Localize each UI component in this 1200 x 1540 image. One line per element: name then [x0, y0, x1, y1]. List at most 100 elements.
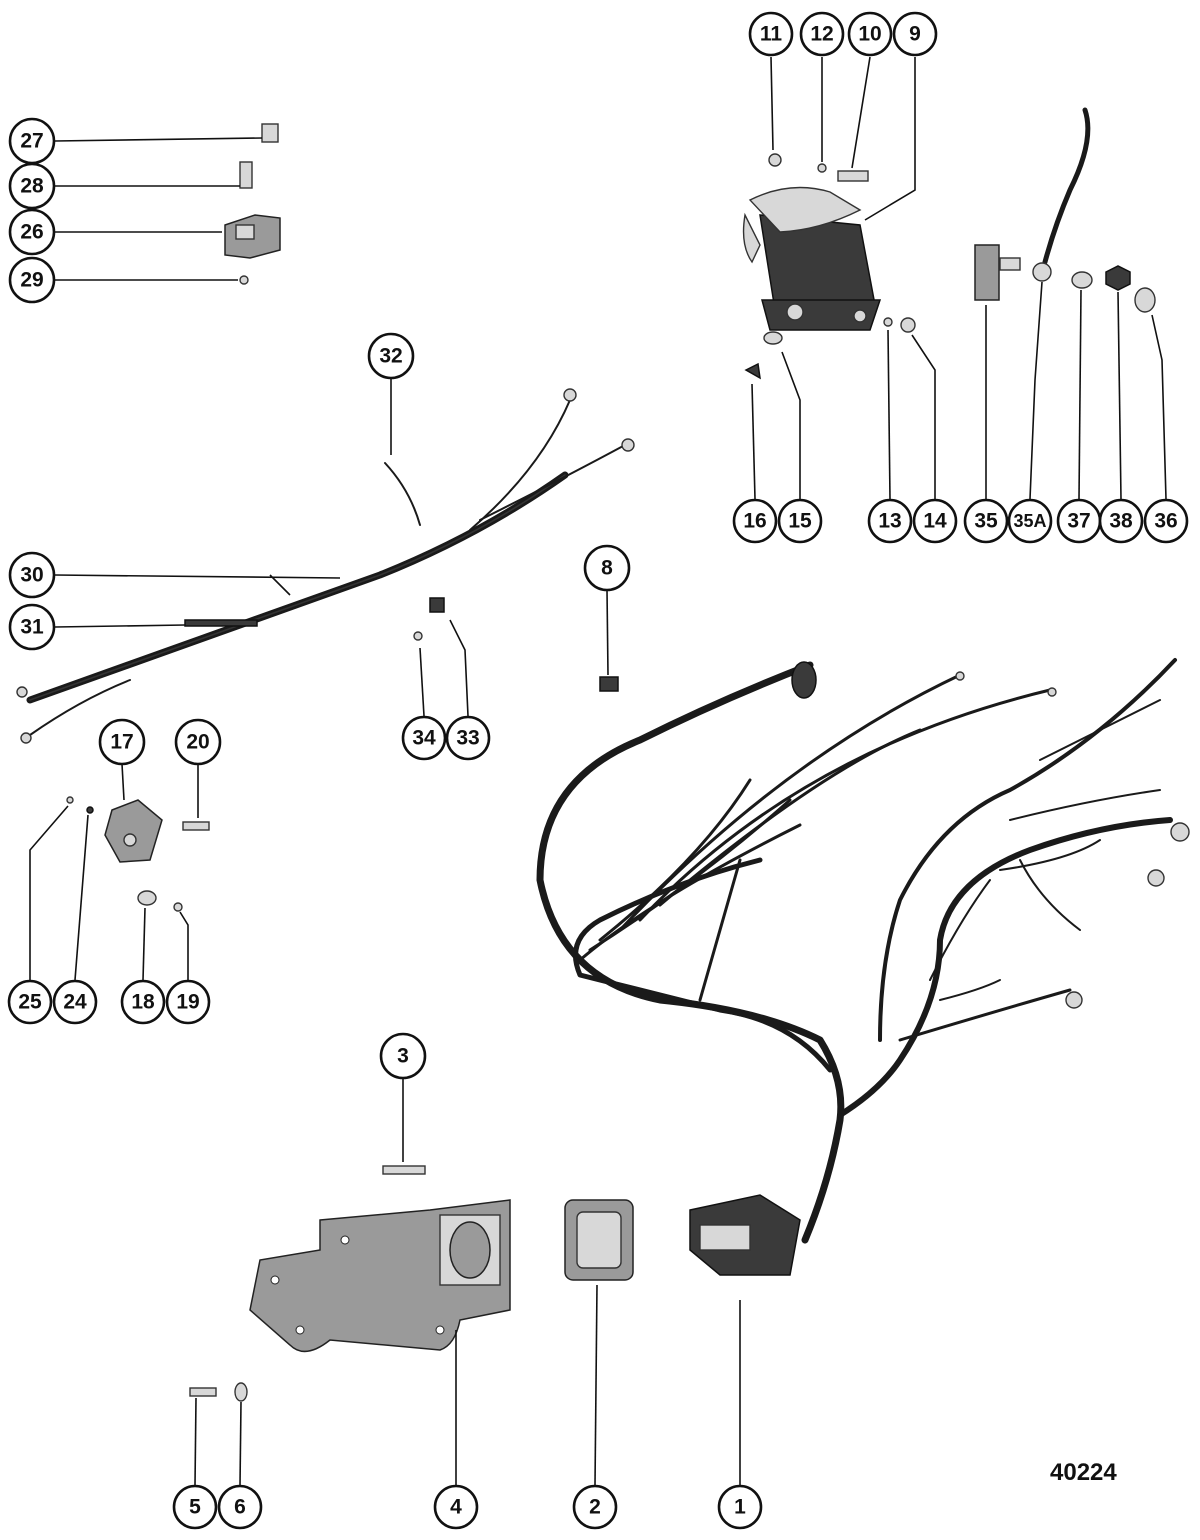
washer-37 — [1071, 271, 1093, 289]
rectifier-17 — [104, 799, 163, 863]
callout-1: 1 — [717, 1484, 763, 1530]
svg-text:38: 38 — [1109, 510, 1133, 533]
svg-text:29: 29 — [20, 269, 43, 292]
svg-text:10: 10 — [858, 23, 881, 46]
callout-29: 29 — [8, 256, 56, 304]
svg-text:1: 1 — [734, 1496, 746, 1519]
diagram-number: 40224 — [1050, 1459, 1117, 1486]
svg-text:32: 32 — [379, 345, 402, 368]
svg-text:30: 30 — [20, 564, 43, 587]
svg-text:25: 25 — [18, 991, 42, 1014]
svg-text:18: 18 — [131, 991, 155, 1014]
callout-30: 30 — [8, 551, 56, 599]
washer-6 — [234, 1382, 248, 1402]
callout-17: 17 — [98, 718, 146, 766]
svg-text:28: 28 — [20, 175, 44, 198]
callout-31: 31 — [8, 603, 56, 651]
svg-text:26: 26 — [20, 221, 43, 244]
screw-3 — [382, 1165, 426, 1175]
callout-38: 38 — [1098, 498, 1144, 544]
wire-32 — [384, 462, 421, 526]
svg-text:37: 37 — [1067, 510, 1090, 533]
svg-text:8: 8 — [601, 557, 613, 580]
callout-16: 16 — [732, 498, 778, 544]
screw-34 — [413, 631, 423, 641]
callout-20: 20 — [174, 718, 222, 766]
callout-8: 8 — [583, 544, 631, 592]
svg-text:19: 19 — [176, 991, 199, 1014]
callout-11: 11 — [748, 11, 794, 57]
svg-text:35: 35 — [974, 510, 998, 533]
callout-6: 6 — [217, 1484, 263, 1530]
callout-12: 12 — [799, 11, 845, 57]
washer-24 — [86, 806, 94, 814]
svg-text:24: 24 — [63, 991, 87, 1014]
callout-5: 5 — [172, 1484, 218, 1530]
svg-text:11: 11 — [760, 23, 783, 46]
callout-32: 32 — [367, 332, 415, 380]
svg-text:15: 15 — [788, 510, 812, 533]
callout-27: 27 — [8, 117, 56, 165]
svg-text:13: 13 — [878, 510, 901, 533]
callout-3: 3 — [379, 1032, 427, 1080]
nut-19 — [173, 902, 183, 912]
callout-28: 28 — [8, 162, 56, 210]
callout-25: 25 — [7, 979, 53, 1025]
harness-30 — [16, 388, 635, 744]
connector-33 — [429, 597, 445, 613]
sleeve-31 — [184, 619, 258, 627]
bracket-4 — [249, 1199, 511, 1353]
screw-5 — [189, 1387, 217, 1397]
bracket-26 — [224, 214, 281, 259]
callout-14: 14 — [912, 498, 958, 544]
terminal-block-35 — [974, 244, 1021, 301]
callout-37: 37 — [1056, 498, 1102, 544]
terminal-boot-36 — [1134, 287, 1156, 313]
callout-35a: 35A — [1007, 498, 1053, 544]
callout-9: 9 — [892, 11, 938, 57]
svg-text:9: 9 — [909, 23, 921, 46]
svg-text:35A: 35A — [1013, 511, 1046, 531]
svg-text:34: 34 — [412, 727, 436, 750]
washer-18 — [137, 890, 157, 906]
callout-19: 19 — [165, 979, 211, 1025]
callout-26: 26 — [8, 208, 56, 256]
solenoid-hardware — [744, 153, 916, 380]
callout-4: 4 — [433, 1484, 479, 1530]
callout-24: 24 — [52, 979, 98, 1025]
svg-text:5: 5 — [189, 1496, 201, 1519]
callout-10: 10 — [847, 11, 893, 57]
battery-cable — [1042, 107, 1091, 265]
main-harness-1 — [536, 658, 1190, 1276]
svg-text:20: 20 — [186, 731, 209, 754]
svg-text:4: 4 — [450, 1496, 462, 1519]
callout-2: 2 — [572, 1484, 618, 1530]
svg-text:12: 12 — [810, 23, 833, 46]
svg-text:27: 27 — [20, 130, 43, 153]
callout-34: 34 — [401, 715, 447, 761]
svg-text:14: 14 — [923, 510, 947, 533]
screw-25 — [66, 796, 74, 804]
callout-35: 35 — [963, 498, 1009, 544]
clip-8 — [599, 676, 619, 692]
callout-18: 18 — [120, 979, 166, 1025]
screw-20 — [182, 821, 210, 831]
callout-13: 13 — [867, 498, 913, 544]
svg-text:3: 3 — [397, 1045, 409, 1068]
screw-28 — [239, 161, 253, 189]
nut-29 — [239, 275, 249, 285]
svg-text:2: 2 — [589, 1496, 601, 1519]
nut-38 — [1105, 265, 1131, 291]
callout-33: 33 — [445, 715, 491, 761]
svg-text:36: 36 — [1154, 510, 1177, 533]
svg-text:31: 31 — [20, 616, 44, 639]
screw-27 — [261, 123, 279, 143]
svg-text:33: 33 — [456, 727, 479, 750]
solenoid-part — [742, 186, 882, 331]
svg-text:6: 6 — [234, 1496, 246, 1519]
leader-lines — [29, 56, 1167, 1486]
svg-text:16: 16 — [743, 510, 766, 533]
callout-15: 15 — [777, 498, 823, 544]
cable-terminal-35a — [1032, 262, 1052, 282]
